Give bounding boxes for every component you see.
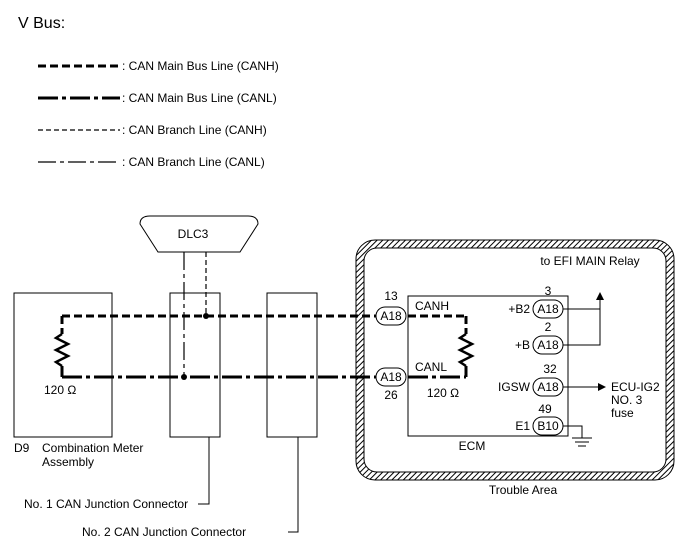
junction-1-label: No. 1 CAN Junction Connector xyxy=(24,497,188,511)
ecu-ig2-line2: NO. 3 xyxy=(611,393,643,407)
canh-junction-dot xyxy=(203,313,209,319)
diagram-title: V Bus: xyxy=(18,15,65,32)
dlc3-label: DLC3 xyxy=(178,227,209,241)
ecm-resistor-symbol xyxy=(457,332,475,368)
junction-connector-1-box xyxy=(169,292,221,438)
meter-code-label: D9 xyxy=(14,441,30,455)
efi-relay-arrow-icon xyxy=(596,292,604,300)
combination-meter-box xyxy=(13,292,113,438)
ecm-box xyxy=(407,295,569,437)
ground-wire xyxy=(563,425,583,438)
ecm-canh-connector xyxy=(375,306,407,326)
legend-main-canl-label: : CAN Main Bus Line (CANL) xyxy=(122,91,277,105)
b-terminal: +B xyxy=(515,338,530,352)
junction-2-callout-line xyxy=(288,437,299,533)
e1-pin: 49 xyxy=(538,402,552,416)
junction-connector-2-box xyxy=(266,292,318,438)
ecm-resistance-label: 120 Ω xyxy=(427,386,459,400)
meter-name-line1: Combination Meter xyxy=(42,441,143,455)
igsw-connector-label: A18 xyxy=(537,380,559,394)
meter-resistor-symbol xyxy=(53,332,71,368)
ecm-canl-connector xyxy=(375,367,407,387)
b-connector-label: A18 xyxy=(537,338,559,352)
efi-relay-wire xyxy=(563,308,601,346)
efi-relay-label: to EFI MAIN Relay xyxy=(540,254,639,268)
ecm-canl-signal: CANL xyxy=(415,360,447,374)
ecm-canh-signal: CANH xyxy=(415,299,449,313)
junction-1-callout-line xyxy=(198,437,210,505)
canl-junction-dot xyxy=(181,374,187,380)
ecm-canh-pin: 13 xyxy=(384,289,398,303)
dlc3-connector xyxy=(139,215,259,253)
meter-resistance-label: 120 Ω xyxy=(44,383,76,397)
legend-branch-canh-label: : CAN Branch Line (CANH) xyxy=(122,123,267,137)
ecm-name-label: ECM xyxy=(459,439,486,453)
ecu-ig2-arrow-icon xyxy=(598,383,606,391)
legend-branch-canl-label: : CAN Branch Line (CANL) xyxy=(122,155,265,169)
b2-connector-label: A18 xyxy=(537,302,559,316)
e1-terminal: E1 xyxy=(515,419,530,433)
trouble-area-label: Trouble Area xyxy=(489,483,558,497)
legend: : CAN Main Bus Line (CANH) : CAN Main Bu… xyxy=(38,59,279,169)
junction-2-label: No. 2 CAN Junction Connector xyxy=(82,525,246,539)
meter-name-line2: Assembly xyxy=(42,455,94,469)
igsw-terminal: IGSW xyxy=(498,380,531,394)
b2-pin: 3 xyxy=(545,284,552,298)
ecm-canl-pin: 26 xyxy=(384,388,398,402)
b2-terminal: +B2 xyxy=(508,302,530,316)
ecm-canh-connector-label: A18 xyxy=(380,309,402,323)
trouble-area-frame xyxy=(355,239,675,481)
ecu-ig2-line3: fuse xyxy=(611,406,634,420)
ecu-ig2-line1: ECU-IG2 xyxy=(611,380,660,394)
ecm-canl-connector-label: A18 xyxy=(380,370,402,384)
legend-main-canh-label: : CAN Main Bus Line (CANH) xyxy=(122,59,279,73)
ground-icon xyxy=(572,437,592,447)
b-pin: 2 xyxy=(545,320,552,334)
e1-connector-label: B10 xyxy=(537,419,559,433)
igsw-pin: 32 xyxy=(543,362,557,376)
